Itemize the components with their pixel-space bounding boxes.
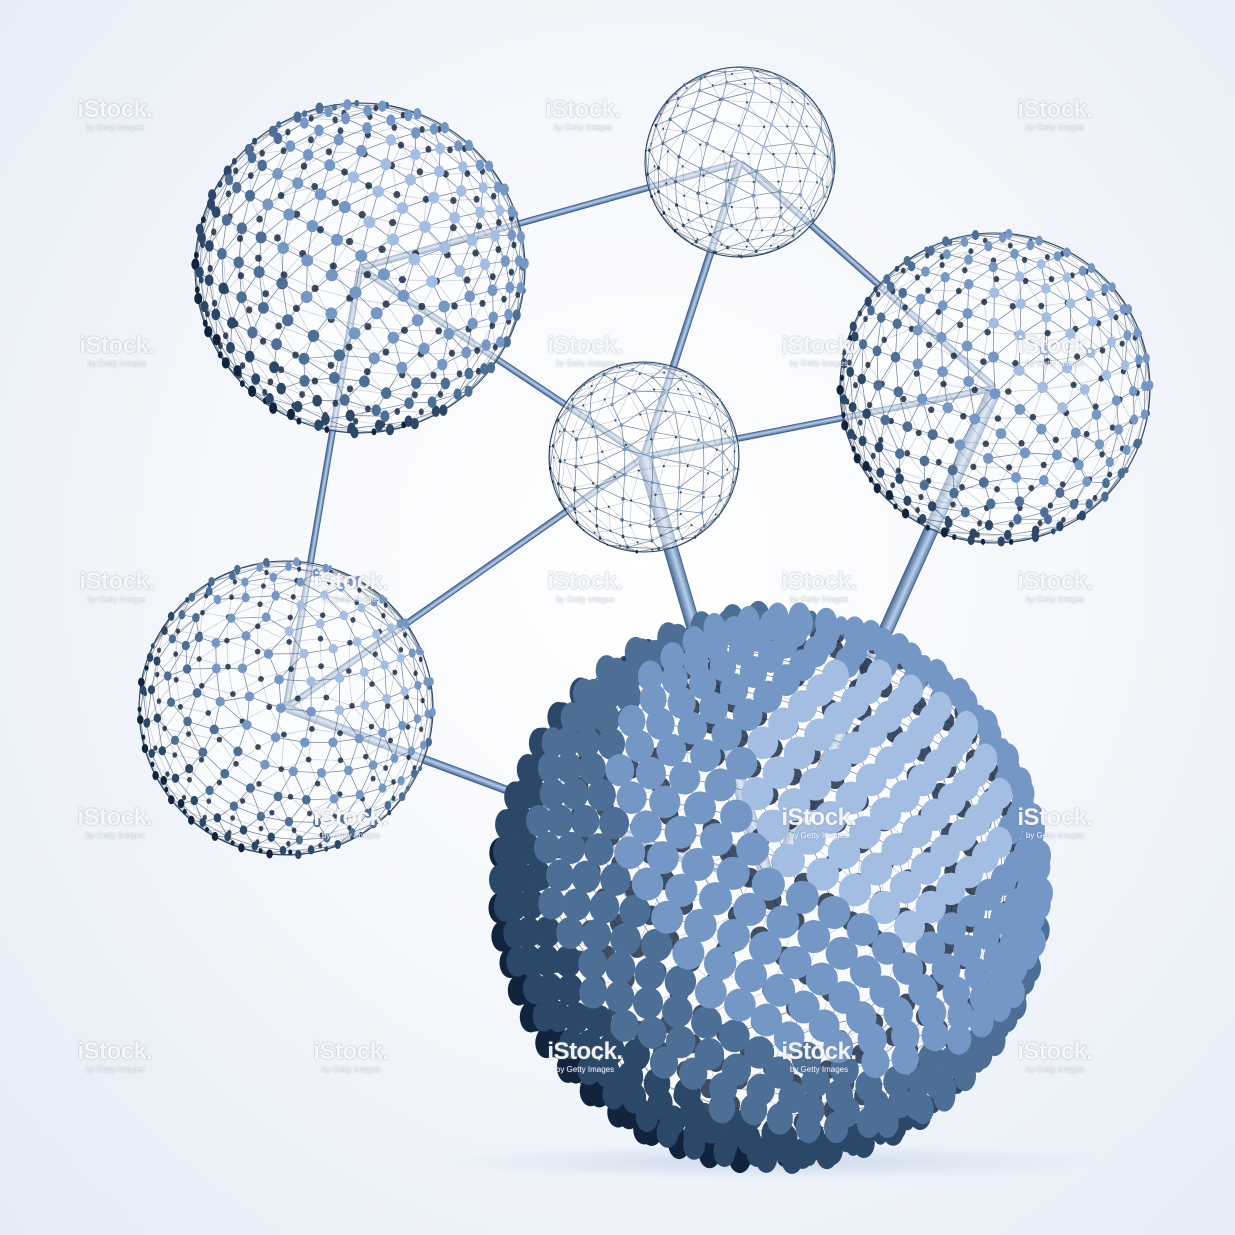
- sphere-left: [137, 557, 436, 860]
- sphere-top-left: [191, 99, 529, 439]
- spheres: [137, 66, 1154, 1174]
- sphere-top-small: [644, 66, 836, 259]
- sphere-center-small: [548, 360, 740, 554]
- sphere-right: [836, 228, 1154, 547]
- sphere-large-bottom: [488, 600, 1053, 1174]
